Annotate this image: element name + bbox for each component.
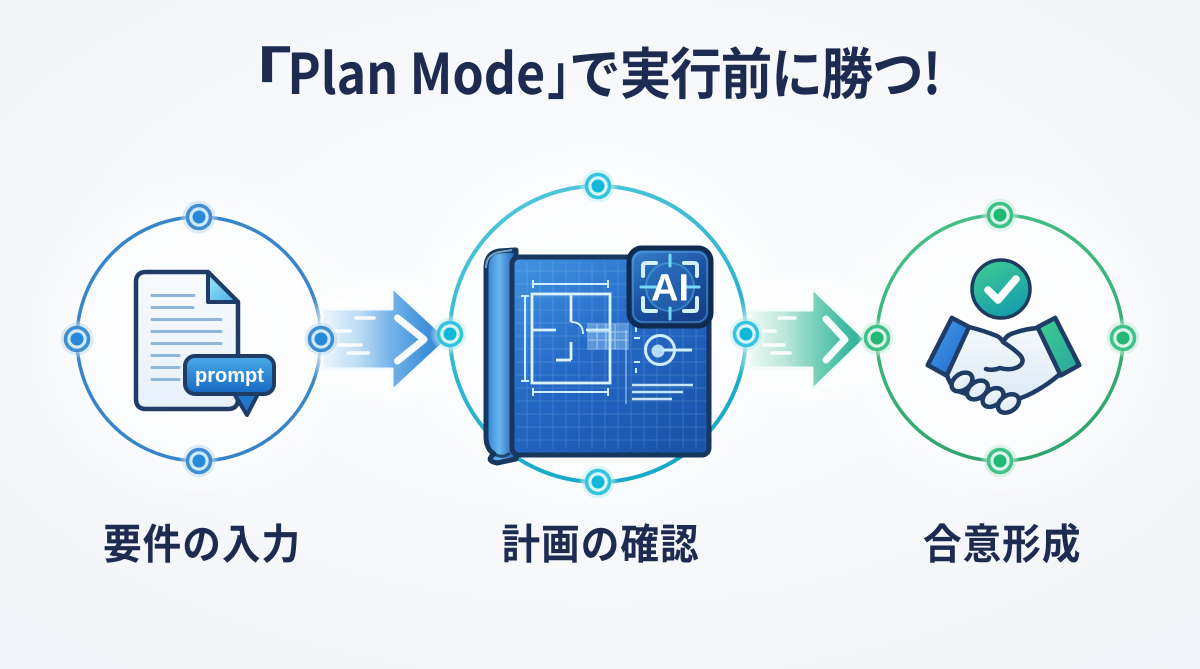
- svg-text:AI: AI: [651, 268, 689, 310]
- svg-text:prompt: prompt: [195, 365, 264, 387]
